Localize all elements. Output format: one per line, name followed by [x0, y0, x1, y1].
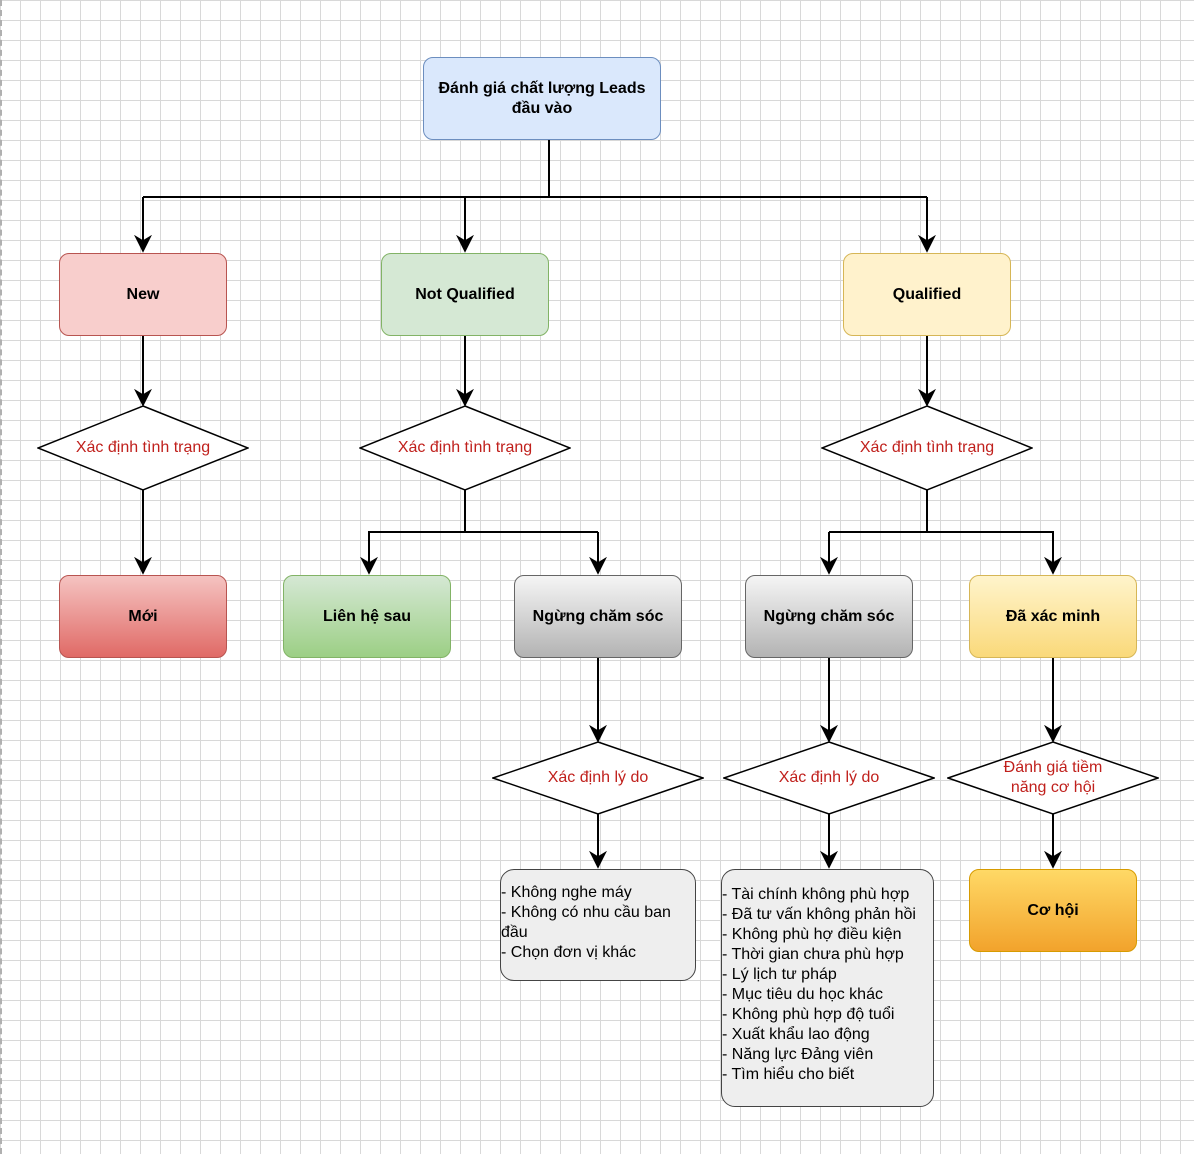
qualified-stop-care-node[interactable]: Ngừng chăm sóc	[745, 575, 913, 658]
verified-node[interactable]: Đã xác minh	[969, 575, 1137, 658]
root-node[interactable]: Đánh giá chất lượng Leads đầu vào	[423, 57, 661, 140]
not-qualified-status-decision-label: Xác định tình trạng	[397, 439, 533, 456]
opportunity-label: Cơ hội	[1027, 901, 1079, 919]
reason-item: - Chọn đơn vị khác	[501, 944, 636, 961]
decision-diamond-shape	[359, 405, 571, 491]
reason-item: - Tìm hiểu cho biết	[722, 1066, 855, 1083]
qualified-status-decision[interactable]: Xác định tình trạng	[821, 405, 1033, 491]
new-result-node[interactable]: Mới	[59, 575, 227, 658]
new-label: New	[126, 285, 160, 303]
reason-item: - Xuất khẩu lao động	[722, 1026, 870, 1043]
not-qualified-reason-decision[interactable]: Xác định lý do	[492, 741, 704, 827]
not-qualified-node[interactable]: Not Qualified	[381, 253, 549, 336]
reason-item: - Lý lịch tư pháp	[722, 966, 837, 983]
contact-later-node[interactable]: Liên hệ sau	[283, 575, 451, 658]
reason-item: - Không phù hợp độ tuổi	[722, 1006, 895, 1023]
reason-item: - Năng lực Đảng viên	[722, 1046, 874, 1063]
qualified-node[interactable]: Qualified	[843, 253, 1011, 336]
not-qualified-reasons-list: - Không nghe máy - Không có nhu cầu ban …	[500, 869, 696, 981]
connector-q-trunk	[829, 490, 928, 533]
potential-decision[interactable]: Đánh giá tiềm năng cơ hội	[947, 741, 1159, 827]
qualified-reason-decision-label: Xác định lý do	[778, 769, 880, 786]
reason-item: - Không phù hợ điều kiện	[722, 926, 902, 943]
potential-decision-label: Đánh giá tiềm năng cơ hội	[1003, 759, 1103, 796]
new-status-decision-label: Xác định tình trạng	[75, 439, 211, 456]
not-qualified-stop-care-label: Ngừng chăm sóc	[532, 607, 664, 625]
reason-item: - Thời gian chưa phù hợp	[722, 946, 904, 963]
reason-item: - Đã tư vấn không phản hồi	[722, 906, 916, 923]
decision-diamond-shape	[821, 405, 1033, 491]
not-qualified-reason-decision-label: Xác định lý do	[547, 769, 649, 786]
connector-notq-trunk	[464, 490, 598, 533]
reason-item: - Không nghe máy	[501, 884, 632, 901]
new-node[interactable]: New	[59, 253, 227, 336]
root-label: Đánh giá chất lượng Leads đầu vào	[438, 79, 646, 117]
canvas-left-edge	[0, 0, 2, 1154]
reason-item: - Tài chính không phù hợp	[722, 886, 910, 903]
decision-diamond-shape	[947, 741, 1159, 815]
not-qualified-label: Not Qualified	[415, 285, 515, 303]
qualified-stop-care-label: Ngừng chăm sóc	[763, 607, 895, 625]
new-result-label: Mới	[128, 607, 158, 625]
connector-to-verified	[927, 531, 1062, 575]
qualified-label: Qualified	[892, 285, 962, 303]
decision-diamond-shape	[37, 405, 249, 491]
qualified-reasons-list: - Tài chính không phù hợp - Đã tư vấn kh…	[721, 869, 934, 1107]
not-qualified-status-decision[interactable]: Xác định tình trạng	[359, 405, 571, 491]
verified-label: Đã xác minh	[1005, 607, 1101, 625]
contact-later-label: Liên hệ sau	[322, 607, 412, 625]
decision-diamond-shape	[492, 741, 704, 815]
connector-to-contact-later	[360, 531, 465, 575]
reason-item: - Không có nhu cầu ban đầu	[501, 904, 671, 941]
opportunity-node[interactable]: Cơ hội	[969, 869, 1137, 952]
qualified-reason-decision[interactable]: Xác định lý do	[723, 741, 935, 827]
decision-diamond-shape	[723, 741, 935, 815]
qualified-status-decision-label: Xác định tình trạng	[859, 439, 995, 456]
reason-item: - Mục tiêu du học khác	[722, 986, 883, 1003]
not-qualified-stop-care-node[interactable]: Ngừng chăm sóc	[514, 575, 682, 658]
new-status-decision[interactable]: Xác định tình trạng	[37, 405, 249, 491]
